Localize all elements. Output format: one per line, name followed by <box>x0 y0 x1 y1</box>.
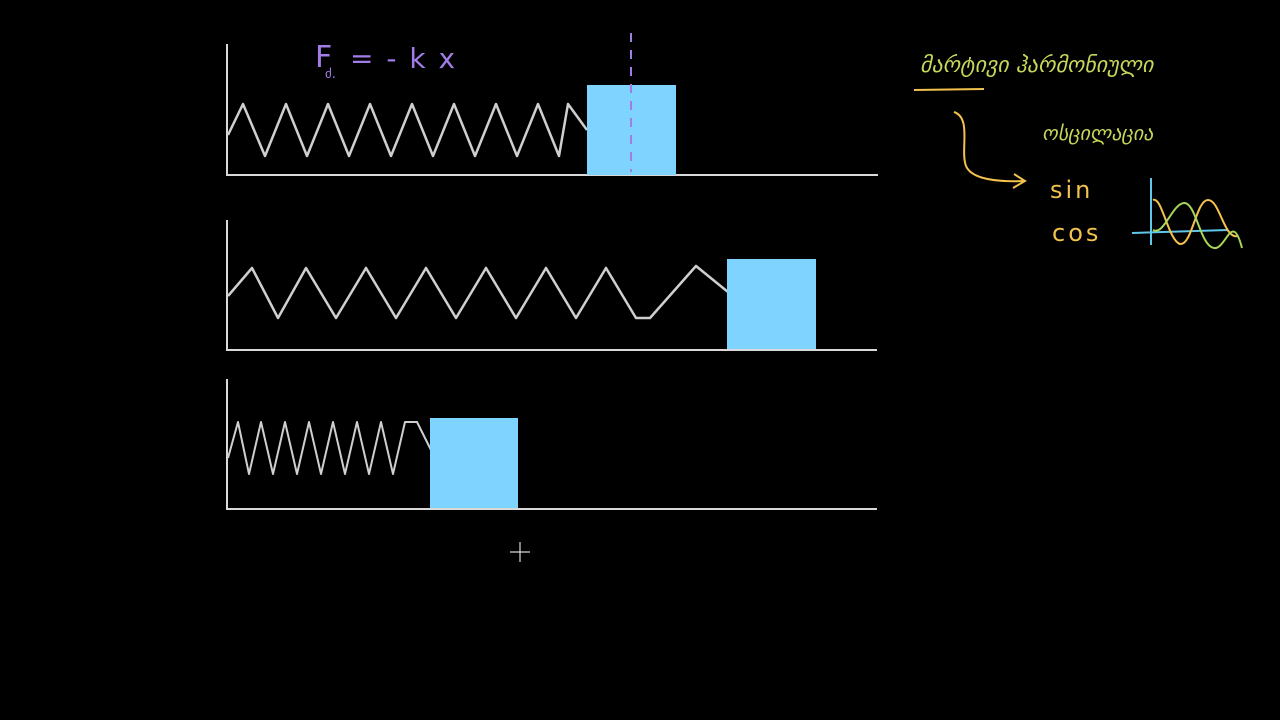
crosshair-cursor-icon <box>510 542 530 562</box>
sine-curve <box>1152 198 1239 245</box>
block-1 <box>587 85 676 175</box>
wall-and-floor-3 <box>226 379 877 510</box>
spring-system-stretched <box>226 220 877 351</box>
arrow-head <box>1012 173 1027 189</box>
notes-heading: მარტივი ჰარმონიული <box>920 53 1155 78</box>
equation-force-symbol: F <box>315 40 332 75</box>
equation-rhs: = - k x <box>350 42 457 75</box>
notes-panel: მარტივი ჰარმონიული ოსცილაცია sin cos <box>913 53 1243 249</box>
notes-subheading: ოსცილაცია <box>1042 121 1154 145</box>
equation-subscript: ძ. <box>325 67 336 82</box>
cos-label: cos <box>1052 219 1101 247</box>
block-2 <box>727 259 816 349</box>
hooke-law-equation: F ძ. = - k x <box>315 40 457 82</box>
spring-3 <box>227 421 432 475</box>
spring-2 <box>227 264 729 320</box>
heading-underline <box>913 88 985 91</box>
spring-system-compressed <box>226 379 877 510</box>
sketch-horizontal-axis <box>1131 229 1229 234</box>
sin-label: sin <box>1050 176 1093 204</box>
spring-system-equilibrium <box>226 33 878 176</box>
cosine-curve <box>1152 202 1243 249</box>
sine-cosine-sketch <box>1131 178 1243 249</box>
wall-and-floor-2 <box>226 220 877 351</box>
curved-arrow <box>953 111 1025 183</box>
block-3 <box>430 418 518 508</box>
spring-1 <box>226 102 589 158</box>
